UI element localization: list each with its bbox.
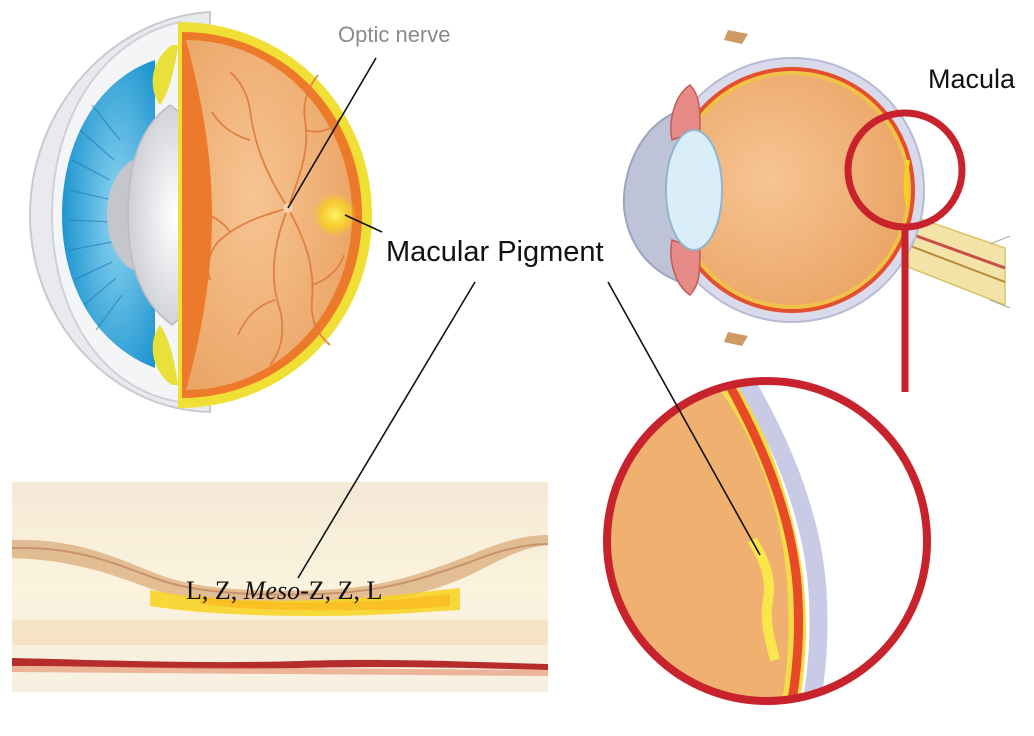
cutaway-eyeball-illustration: [30, 12, 372, 412]
optic-nerve-label: Optic nerve: [338, 22, 451, 48]
macular-pigment-label: Macular Pigment: [386, 236, 604, 269]
composition-part-1: L, Z,: [186, 576, 244, 605]
composition-meso: Meso: [244, 576, 300, 605]
macula-label: Macula: [928, 64, 1015, 95]
composition-part-3: -Z, Z, L: [300, 576, 382, 605]
pigment-composition-label: L, Z, Meso-Z, Z, L: [186, 576, 382, 606]
lens-side: [666, 130, 722, 250]
macula-spot: [313, 193, 357, 237]
magnified-macula-inset: [600, 370, 940, 712]
